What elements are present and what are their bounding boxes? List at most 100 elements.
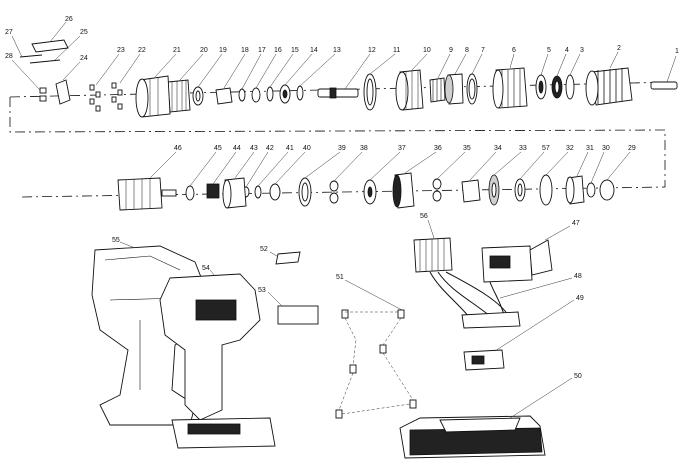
label-41: 41 (286, 145, 294, 152)
label-20: 20 (200, 47, 208, 54)
part-3-washer (565, 53, 581, 100)
label-16: 16 (274, 47, 282, 54)
part-18-clip (215, 53, 246, 105)
label-35: 35 (463, 145, 471, 152)
part-50-battery-pack (399, 377, 573, 459)
part-38-gears (329, 151, 363, 204)
part-2-chuck (585, 51, 633, 106)
label-56: 56 (420, 213, 428, 220)
part-54-right-housing (159, 269, 261, 421)
part-13-ring (296, 53, 336, 101)
part-23-screws (89, 53, 120, 112)
part-17-ring (238, 53, 262, 102)
label-52: 52 (260, 246, 268, 253)
label-43: 43 (250, 145, 258, 152)
label-28: 28 (5, 53, 13, 60)
part-26-switch-cover (31, 21, 69, 53)
label-31: 31 (586, 145, 594, 152)
part-28-contacts (11, 59, 47, 102)
assembly-axis-line (9, 81, 677, 198)
part-22-screws (111, 53, 141, 110)
part-9-clutch-plate (429, 53, 451, 103)
label-6: 6 (512, 47, 516, 54)
label-39: 39 (338, 145, 346, 152)
part-40-washer (269, 151, 306, 201)
part-7-washer (466, 53, 483, 105)
part-36-ring-gear (392, 151, 437, 209)
label-42: 42 (266, 145, 274, 152)
part-32-washer (539, 151, 569, 206)
part-29-gear (599, 151, 631, 201)
part-6-clutch-ring (492, 53, 528, 109)
label-24: 24 (80, 55, 88, 62)
label-53: 53 (258, 287, 266, 294)
label-36: 36 (434, 145, 442, 152)
part-45-bearing (185, 151, 217, 201)
part-5-ring (535, 53, 549, 100)
part-8-spring (444, 53, 467, 105)
part-35-gears (432, 151, 466, 202)
label-54: 54 (202, 265, 210, 272)
label-44: 44 (233, 145, 241, 152)
label-27: 27 (5, 29, 13, 36)
label-18: 18 (241, 47, 249, 54)
part-30-gear (586, 151, 605, 198)
part-24-bracket (55, 61, 81, 105)
part-48-wire (499, 277, 573, 299)
label-45: 45 (214, 145, 222, 152)
label-1: 1 (675, 48, 679, 55)
label-38: 38 (360, 145, 368, 152)
label-55: 55 (112, 237, 120, 244)
label-13: 13 (333, 47, 341, 54)
part-43-motor-mount (222, 151, 255, 209)
label-46: 46 (174, 145, 182, 152)
part-44-bushing (206, 151, 237, 199)
label-10: 10 (423, 47, 431, 54)
label-34: 34 (494, 145, 502, 152)
label-29: 29 (628, 145, 636, 152)
label-47: 47 (572, 220, 580, 227)
label-57: 57 (542, 145, 550, 152)
part-52-label (269, 251, 301, 265)
part-27-pin (11, 35, 43, 58)
label-48: 48 (574, 273, 582, 280)
part-21-gearbox-housing (135, 53, 177, 118)
part-49-terminal-block (463, 299, 575, 371)
part-46-motor (117, 151, 177, 211)
label-30: 30 (602, 145, 610, 152)
part-57-washer (514, 151, 545, 202)
label-17: 17 (258, 47, 266, 54)
part-wiring-harness (429, 271, 521, 329)
label-37: 37 (398, 145, 406, 152)
label-21: 21 (173, 47, 181, 54)
label-12: 12 (368, 47, 376, 54)
part-19-ring (192, 53, 223, 106)
part-33-disc (488, 151, 522, 206)
label-4: 4 (565, 47, 569, 54)
label-7: 7 (481, 47, 485, 54)
part-1-screw (650, 55, 678, 90)
label-19: 19 (219, 47, 227, 54)
label-32: 32 (566, 145, 574, 152)
label-5: 5 (547, 47, 551, 54)
label-51: 51 (336, 274, 344, 281)
label-11: 11 (393, 47, 400, 54)
part-31-ring-gear (565, 151, 589, 205)
label-50: 50 (574, 373, 582, 380)
label-15: 15 (291, 47, 299, 54)
label-23: 23 (117, 47, 125, 54)
part-53-nameplate (267, 291, 319, 325)
part-15-washer (266, 53, 294, 102)
callout-labels: 1 2 3 4 5 6 7 8 9 10 11 12 13 14 15 16 1… (5, 16, 679, 380)
label-8: 8 (465, 47, 469, 54)
part-39-ring (298, 151, 341, 207)
label-25: 25 (80, 29, 88, 36)
part-14-bearing (279, 53, 313, 104)
part-10-gear-housing (395, 53, 428, 111)
label-49: 49 (576, 295, 584, 302)
label-22: 22 (138, 47, 146, 54)
label-33: 33 (519, 145, 527, 152)
label-2: 2 (617, 45, 621, 52)
part-47-switch (481, 225, 571, 283)
